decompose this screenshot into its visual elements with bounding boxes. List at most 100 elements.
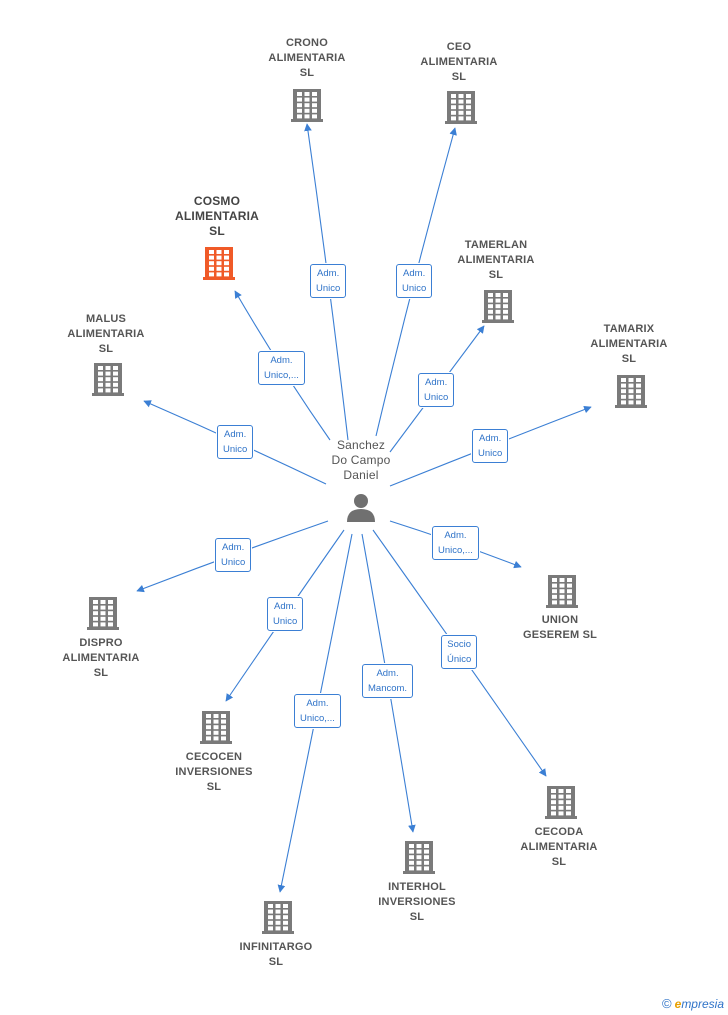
relation-badge-line: Adm.	[444, 530, 467, 541]
building-icon-cosmo[interactable]	[203, 247, 235, 280]
company-label-line: SL	[299, 67, 315, 79]
company-label-line: SL	[93, 667, 109, 679]
company-label-line: UNION	[541, 614, 579, 626]
relation-badge-line: Adm.	[403, 268, 426, 279]
company-label-line: COSMO	[193, 194, 241, 208]
brand-initial: e	[674, 997, 682, 1011]
company-label-line: MALUS	[85, 313, 127, 325]
building-icon-union[interactable]	[546, 575, 578, 608]
company-label-line: SL	[268, 956, 284, 968]
company-label-tamerlan[interactable]: TAMERLAN ALIMENTARIA SL	[431, 238, 561, 283]
relation-badge-line: Unico	[478, 448, 503, 459]
company-label-line: TAMARIX	[603, 323, 655, 335]
company-label-line: DISPRO	[79, 637, 123, 649]
relation-badge-dispro[interactable]: Adm. Unico	[215, 538, 252, 572]
building-icon-cecoda[interactable]	[545, 786, 577, 819]
building-icon-tamerlan[interactable]	[482, 290, 514, 323]
relation-badge-interhol[interactable]: Adm. Mancom.	[362, 664, 414, 698]
company-label-line: ALIMENTARIA	[67, 328, 145, 340]
relation-badge-line: Unico	[223, 444, 248, 455]
company-label-line: GESEREM SL	[522, 629, 598, 641]
building-icon-ceo[interactable]	[445, 91, 477, 124]
company-label-line: SL	[409, 911, 425, 923]
relation-badge-line: Único	[447, 654, 472, 665]
relation-badge-line: Unico	[316, 283, 341, 294]
building-icon-tamarix[interactable]	[615, 375, 647, 408]
relation-badge-line: Adm.	[224, 429, 247, 440]
building-icon-interhol[interactable]	[403, 841, 435, 874]
company-label-line: ALIMENTARIA	[520, 841, 598, 853]
relation-badge-line: Unico,...	[438, 545, 473, 556]
company-label-line: CRONO	[286, 37, 328, 49]
company-label-line: CECODA	[534, 826, 584, 838]
relation-badge-line: Adm.	[270, 355, 293, 366]
relation-badge-line: Unico	[221, 557, 246, 568]
brand-name: mpresia	[681, 997, 724, 1011]
relation-badge-line: Adm.	[376, 668, 399, 679]
building-icon-dispro[interactable]	[87, 597, 119, 630]
person-label-line: Do Campo	[331, 453, 391, 467]
building-icon-malus[interactable]	[92, 363, 124, 396]
relation-badge-ceo[interactable]: Adm. Unico	[396, 264, 433, 298]
company-label-line: SL	[621, 353, 637, 365]
company-label-dispro[interactable]: DISPRO ALIMENTARIA SL	[36, 636, 166, 681]
company-label-line: INVERSIONES	[175, 766, 253, 778]
relation-badge-union[interactable]: Adm. Unico,...	[432, 526, 479, 560]
company-label-line: ALIMENTARIA	[175, 209, 259, 223]
relation-badge-line: Adm.	[479, 433, 502, 444]
company-label-infinitargo[interactable]: INFINITARGO SL	[211, 940, 341, 970]
relation-badge-line: Unico,...	[300, 713, 335, 724]
building-icon-infinitargo[interactable]	[262, 901, 294, 934]
relation-badge-line: Unico	[402, 283, 427, 294]
relation-badge-line: Adm.	[274, 601, 297, 612]
company-label-line: SL	[488, 269, 504, 281]
company-label-interhol[interactable]: INTERHOL INVERSIONES SL	[352, 880, 482, 925]
company-label-cecocen[interactable]: CECOCEN INVERSIONES SL	[149, 750, 279, 795]
company-label-line: TAMERLAN	[464, 239, 528, 251]
copyright-icon: ©	[662, 996, 672, 1011]
relation-badge-tamarix[interactable]: Adm. Unico	[472, 429, 509, 463]
relation-badge-tamerlan[interactable]: Adm. Unico	[418, 373, 455, 407]
relation-badge-infinitargo[interactable]: Adm. Unico,...	[294, 694, 341, 728]
relation-badge-line: Unico	[424, 392, 449, 403]
relation-badge-crono[interactable]: Adm. Unico	[310, 264, 347, 298]
relation-badge-line: Adm.	[317, 268, 340, 279]
company-label-line: INFINITARGO	[239, 941, 313, 953]
relation-badge-line: Mancom.	[368, 683, 408, 694]
company-label-union[interactable]: UNION GESEREM SL	[495, 613, 625, 643]
person-icon[interactable]	[347, 494, 375, 522]
company-label-line: ALIMENTARIA	[62, 652, 140, 664]
company-label-line: INVERSIONES	[378, 896, 456, 908]
person-label-line: Daniel	[343, 468, 379, 482]
company-label-line: SL	[206, 781, 222, 793]
relation-badge-line: Adm.	[425, 377, 448, 388]
company-label-tamarix[interactable]: TAMARIX ALIMENTARIA SL	[564, 322, 694, 367]
building-icon-cecocen[interactable]	[200, 711, 232, 744]
company-label-line: CECOCEN	[185, 751, 243, 763]
company-label-line: ALIMENTARIA	[420, 56, 498, 68]
brand-footer[interactable]: ©empresia	[662, 996, 724, 1011]
company-label-line: INTERHOL	[388, 881, 446, 893]
relation-badge-line: Adm.	[306, 698, 329, 709]
company-label-line: ALIMENTARIA	[457, 254, 535, 266]
relation-badge-line: Unico	[273, 616, 298, 627]
relation-badge-line: Adm.	[222, 542, 245, 553]
building-icon-crono[interactable]	[291, 89, 323, 122]
company-label-line: SL	[551, 856, 567, 868]
relation-badge-line: Unico,...	[264, 370, 299, 381]
relation-badge-malus[interactable]: Adm. Unico	[217, 425, 254, 459]
relation-badge-cecocen[interactable]: Adm. Unico	[267, 597, 304, 631]
relation-badge-cosmo[interactable]: Adm. Unico,...	[258, 351, 305, 385]
company-label-line: SL	[451, 71, 467, 83]
company-label-cecoda[interactable]: CECODA ALIMENTARIA SL	[494, 825, 624, 870]
person-label-line: Sanchez	[336, 438, 386, 452]
company-label-line: ALIMENTARIA	[590, 338, 668, 350]
relation-badge-line: Socio	[447, 639, 472, 650]
